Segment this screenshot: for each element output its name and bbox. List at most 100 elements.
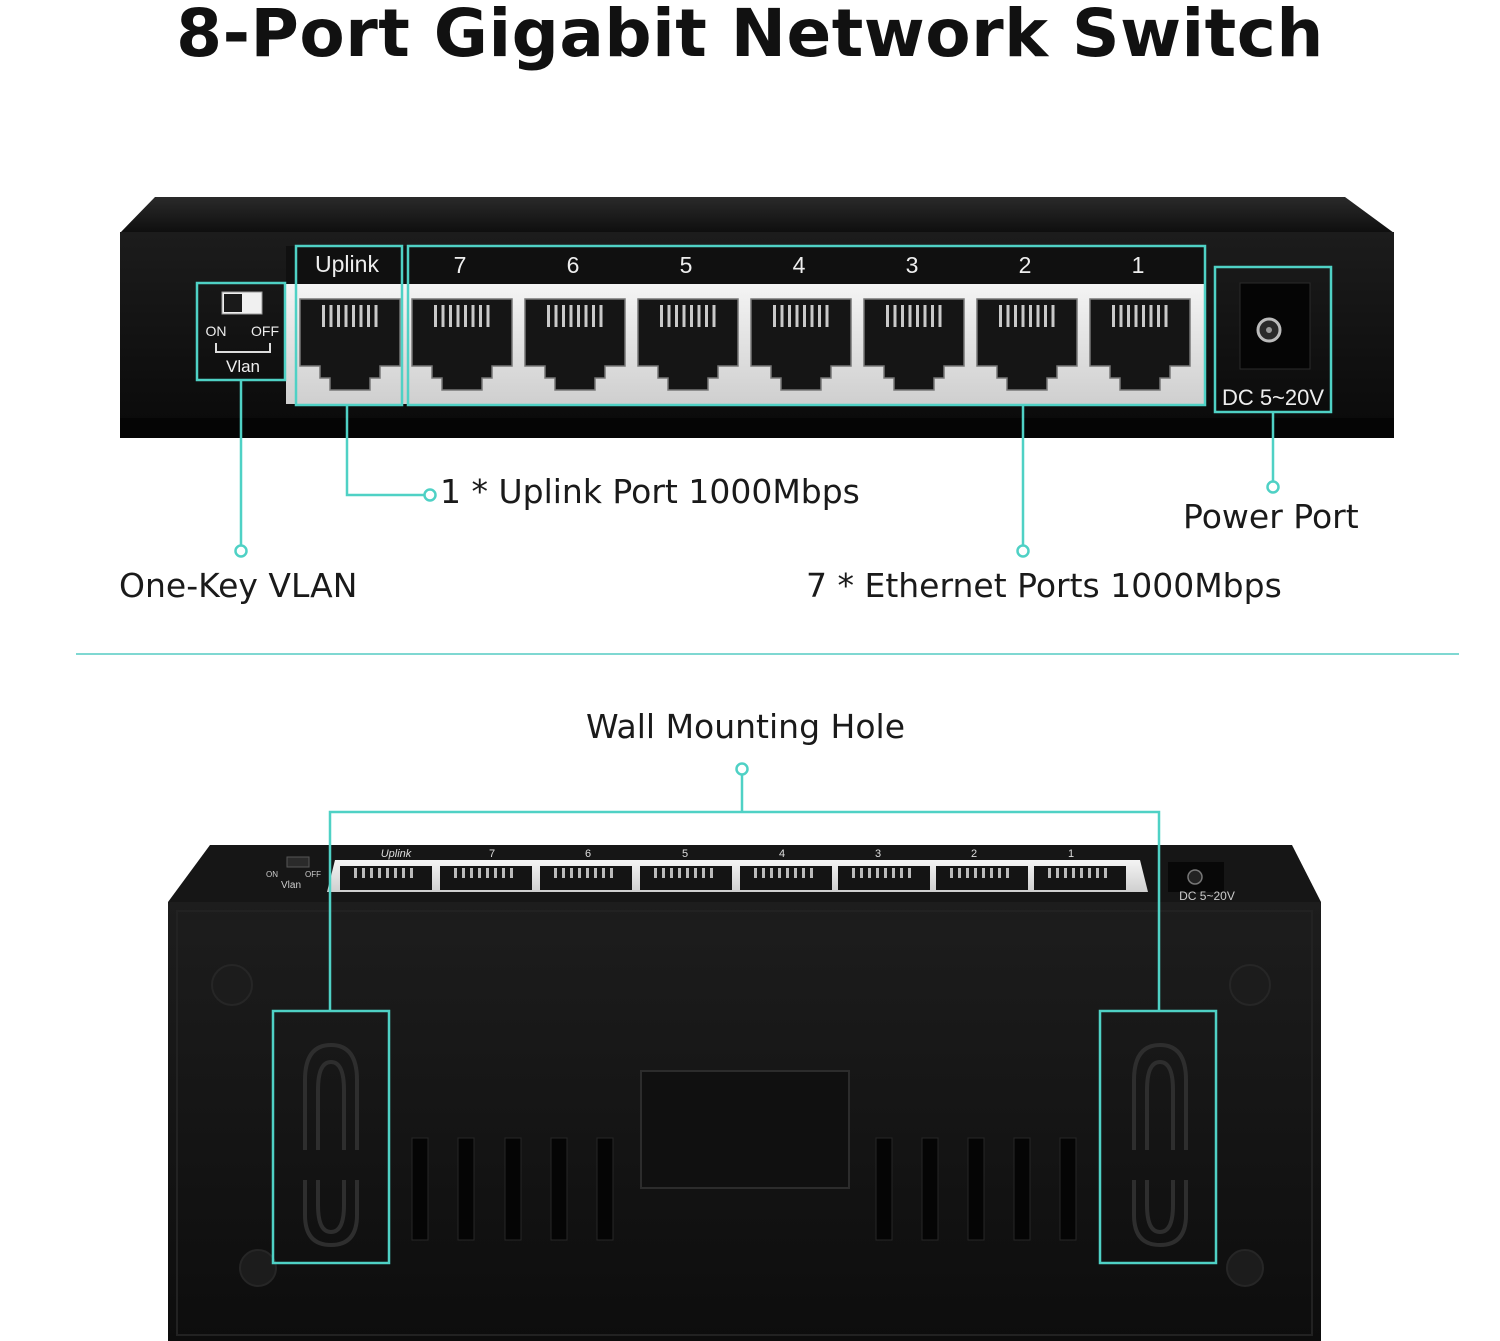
rj45-pin xyxy=(1051,305,1055,327)
rj45-pin xyxy=(1134,305,1138,327)
bottom-rj45-pin xyxy=(410,868,413,878)
bottom-rj45-pin xyxy=(966,868,969,878)
bottom-rj45-pin xyxy=(770,868,773,878)
rj45-pin xyxy=(562,305,565,327)
bottom-port-number-label: 3 xyxy=(875,848,881,860)
rj45-pin xyxy=(599,305,603,327)
rj45-pin xyxy=(577,305,580,327)
uplink-leader-line xyxy=(345,405,425,497)
rj45-pin xyxy=(337,305,340,327)
wall-mount-bracket-line xyxy=(328,810,1161,1011)
bottom-rj45-pin xyxy=(892,868,895,878)
bottom-rj45-pin xyxy=(1096,868,1099,878)
rj45-pin xyxy=(1127,305,1130,327)
rj45-pin xyxy=(367,305,370,327)
bottom-rj45-pin xyxy=(710,868,713,878)
bottom-rj45-pin xyxy=(686,868,689,878)
bottom-rj45-pin xyxy=(394,868,397,878)
rj45-pin xyxy=(456,305,460,327)
bottom-rj45-pin xyxy=(594,868,597,878)
bottom-rj45-pin xyxy=(378,868,381,878)
rj45-pin xyxy=(675,305,678,327)
port-number-label: 7 xyxy=(454,252,467,278)
bottom-port-number-label: 5 xyxy=(682,848,688,860)
bottom-rj45-5 xyxy=(640,866,732,890)
rj45-pin xyxy=(1036,305,1040,327)
port-number-label: 2 xyxy=(1019,252,1032,278)
bottom-rj45-pin xyxy=(982,868,985,878)
bottom-rj45-pin xyxy=(402,868,405,878)
rj45-pin xyxy=(554,305,558,327)
port-number-label: 4 xyxy=(793,252,806,278)
rubber-foot-top-right xyxy=(1229,964,1271,1006)
vlan-off-label: OFF xyxy=(251,323,279,339)
rj45-port-3 xyxy=(863,298,965,391)
vent-slot xyxy=(1013,1137,1031,1241)
bottom-rj45-pin xyxy=(998,868,1001,878)
bottom-rj45-pin xyxy=(586,868,589,878)
bottom-rj45-pin xyxy=(494,868,497,878)
bottom-rj45-pin xyxy=(454,868,457,878)
bottom-rj45-pin xyxy=(884,868,887,878)
bottom-rj45-pin xyxy=(1088,868,1091,878)
keyhole-mount-left xyxy=(303,1042,359,1248)
rj45-pin xyxy=(901,305,904,327)
bottom-rj45-pin xyxy=(1080,868,1083,878)
vlan-leader-dot xyxy=(234,544,248,558)
bottom-port-number-label: 1 xyxy=(1068,848,1074,860)
rj45-pin xyxy=(1157,305,1160,327)
rj45-pin xyxy=(773,305,776,327)
bottom-rj45-pin xyxy=(974,868,977,878)
rj45-pin xyxy=(818,305,821,327)
rj45-pin xyxy=(1044,305,1047,327)
bottom-rj45-pin xyxy=(570,868,573,878)
bottom-rj45-pin xyxy=(1064,868,1067,878)
ventilation-slots xyxy=(411,1137,1077,1241)
power-callout-label: Power Port xyxy=(1183,497,1359,536)
rj45-port-1 xyxy=(1089,298,1191,391)
rj45-port-2 xyxy=(976,298,1078,391)
bottom-rj45-4 xyxy=(740,866,832,890)
rj45-pin xyxy=(780,305,784,327)
bottom-rj45-pin xyxy=(678,868,681,878)
port-number-label: 5 xyxy=(680,252,693,278)
switch-shadow xyxy=(120,418,1394,438)
rj45-pin xyxy=(1142,305,1145,327)
uplink-leader-dot xyxy=(423,488,437,502)
bottom-inner-rim xyxy=(176,910,1313,1336)
bottom-power-label: DC 5~20V xyxy=(1179,889,1235,903)
vlan-on-label: ON xyxy=(206,323,227,339)
rj45-pin xyxy=(697,305,701,327)
bottom-power-socket xyxy=(1187,869,1203,885)
bottom-rj45-pin xyxy=(802,868,805,878)
bottom-vlan-toggle xyxy=(286,856,310,868)
bottom-uplink-label: Uplink xyxy=(381,848,412,860)
bottom-rj45-pin xyxy=(470,868,473,878)
uplink-port-label: Uplink xyxy=(315,251,379,277)
bottom-rj45-pin xyxy=(354,868,357,878)
rj45-pin xyxy=(441,305,445,327)
rj45-pin xyxy=(592,305,595,327)
vent-slot xyxy=(1059,1137,1077,1241)
vent-slot xyxy=(596,1137,614,1241)
bottom-port-number-label: 4 xyxy=(779,848,785,860)
port-number-label: 1 xyxy=(1132,252,1145,278)
bottom-rj45-2 xyxy=(936,866,1028,890)
power-leader-dot xyxy=(1266,480,1280,494)
port-label-strip xyxy=(286,246,1206,284)
rj45-pin xyxy=(999,305,1002,327)
vent-slot xyxy=(921,1137,939,1241)
bottom-rj45-pin xyxy=(794,868,797,878)
rj45-pin xyxy=(471,305,475,327)
vent-slot xyxy=(411,1137,429,1241)
bottom-rj45-pin xyxy=(370,868,373,878)
rj45-pin xyxy=(705,305,708,327)
rj45-pin xyxy=(690,305,693,327)
rj45-pin xyxy=(1014,305,1017,327)
bottom-rj45-pin xyxy=(562,868,565,878)
bottom-rj45-pin xyxy=(1072,868,1075,878)
bottom-rj45-pin xyxy=(610,868,613,878)
wall-mount-callout-label: Wall Mounting Hole xyxy=(586,707,905,746)
